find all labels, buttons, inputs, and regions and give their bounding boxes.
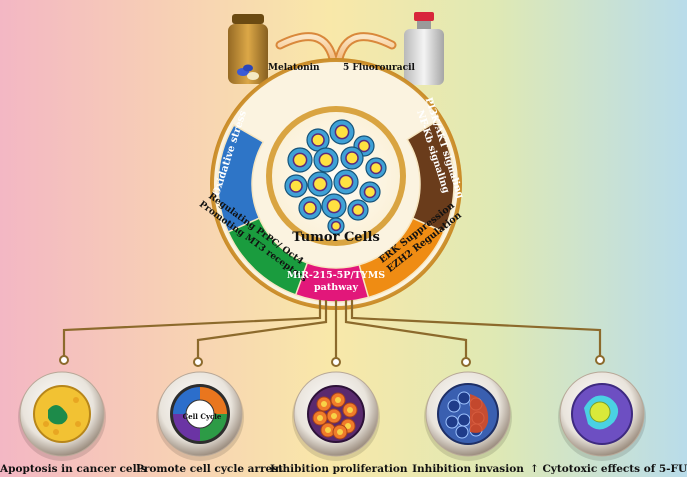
cell-cycle-inner-label: Cell Cycle: [182, 412, 222, 421]
tumor-cells-icon: [284, 119, 387, 235]
tumor-cell-nucleus: [351, 203, 365, 217]
invasion-cells-icon: [424, 371, 512, 461]
tumor-cell-nucleus: [289, 179, 303, 193]
mechanism-segments: [217, 120, 455, 303]
outcome-label-proliferation: Inhibition proliferation: [270, 463, 408, 475]
segment-arc-oxidative: [217, 123, 265, 233]
connector-line: [196, 300, 328, 358]
connector-node: [595, 355, 605, 365]
tumor-cell-nucleus: [311, 133, 325, 147]
cell-cycle-icon: [156, 371, 244, 461]
melatonin-jar-icon: [228, 14, 268, 84]
fluorouracil-vial-icon: [404, 12, 444, 85]
connector-node: [193, 357, 203, 367]
tumor-cell-nucleus: [292, 152, 308, 168]
tumor-cell-nucleus: [369, 161, 383, 175]
apoptosis-cell-icon: [18, 371, 106, 461]
connector-node: [461, 357, 471, 367]
tumor-cell-nucleus: [338, 174, 354, 190]
tumor-cell-nucleus: [363, 185, 377, 199]
outcome-orbs: [18, 371, 646, 461]
tumor-cells-title: Tumor Cells: [292, 230, 380, 245]
connector-lines: [59, 300, 605, 367]
segment-mir215: MiR-215-5P/TYMS pathway: [286, 270, 386, 293]
tumor-cell-nucleus: [312, 176, 328, 192]
tumor-cell-nucleus: [330, 220, 342, 232]
connector-node: [331, 357, 341, 367]
cytotoxic-cell-icon: [558, 371, 646, 461]
segment-arc-pi3k: [406, 120, 455, 233]
tumor-cell-nucleus: [357, 139, 371, 153]
diagram-canvas: [18, 12, 646, 461]
outcome-label-invasion: Inhibition invasion: [412, 463, 524, 475]
proliferation-cells-icon: [292, 371, 380, 461]
tumor-cell-nucleus: [326, 198, 342, 214]
connector-line: [62, 300, 322, 356]
tumor-cell-nucleus: [318, 152, 334, 168]
segment-arc-erk: [358, 217, 445, 299]
segment-arc-prpc: [227, 217, 314, 299]
connector-line: [350, 300, 602, 356]
connector-line: [344, 300, 468, 358]
outcome-label-cell-cycle: Promote cell cycle arrest: [136, 463, 283, 475]
fluorouracil-label: 5 Fluorouracil: [343, 63, 415, 73]
tumor-cell-nucleus: [303, 201, 317, 215]
tumor-cell-nucleus: [345, 151, 359, 165]
outcome-label-apoptosis: Apoptosis in cancer cells: [0, 463, 147, 475]
melatonin-label: Melatonin: [268, 63, 320, 73]
connector-node: [59, 355, 69, 365]
outcome-label-cytotoxic: ↑ Cytotoxic effects of 5-FU: [530, 463, 687, 475]
tumor-cell-nucleus: [334, 124, 350, 140]
